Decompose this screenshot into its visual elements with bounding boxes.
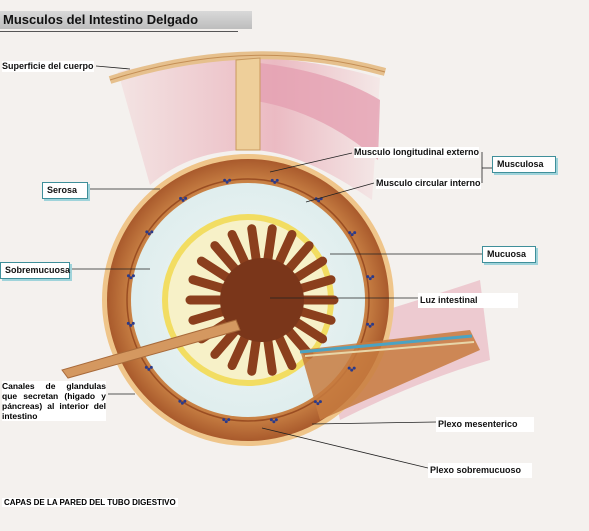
villus bbox=[227, 230, 250, 269]
plexus-dot bbox=[368, 324, 372, 328]
plexus-dot bbox=[347, 366, 351, 370]
villus bbox=[263, 335, 277, 376]
villus bbox=[210, 325, 241, 359]
villi bbox=[185, 224, 339, 376]
villus bbox=[291, 317, 328, 344]
plexus-dot bbox=[179, 196, 183, 200]
plexus-dot bbox=[227, 418, 231, 422]
page-title: Musculos del Intestino Delgado bbox=[3, 12, 199, 27]
villus bbox=[196, 256, 233, 283]
plexus-dot bbox=[150, 230, 154, 234]
label-luz-intestinal: Luz intestinal bbox=[418, 293, 518, 308]
plexus-dot bbox=[131, 321, 135, 325]
villus bbox=[291, 256, 328, 283]
mesentery bbox=[235, 57, 261, 151]
villus bbox=[227, 331, 250, 370]
plexus-dot bbox=[350, 233, 354, 237]
label-plexo-mesenterico: Plexo mesenterico bbox=[436, 417, 534, 432]
villus bbox=[188, 275, 229, 294]
villus bbox=[210, 241, 241, 275]
villus bbox=[247, 335, 261, 376]
plexus-dot bbox=[126, 321, 130, 325]
plexus-dot bbox=[145, 230, 149, 234]
plexus-dot bbox=[274, 418, 278, 422]
label-mucuosa: Mucuosa bbox=[482, 246, 536, 263]
plexus-dot bbox=[352, 366, 356, 370]
label-plexo-sobremucuoso: Plexo sobremucuoso bbox=[428, 463, 532, 478]
nerve-plexus bbox=[126, 178, 375, 424]
gland-duct bbox=[61, 319, 241, 379]
plexus-dot bbox=[222, 418, 226, 422]
plexus-dot bbox=[147, 367, 151, 371]
label-superficie: Superficie del cuerpo bbox=[2, 61, 94, 72]
plexus-dot bbox=[371, 275, 375, 279]
label-musculo-circular: Musculo circular interno bbox=[376, 178, 481, 189]
figure-caption: CAPAS DE LA PARED DEL TUBO DIGESTIVO bbox=[2, 498, 178, 507]
plexus-dot bbox=[126, 274, 130, 278]
plexus-dot bbox=[183, 399, 187, 403]
plexus-dot bbox=[184, 196, 188, 200]
plexus-dot bbox=[147, 232, 151, 236]
plexus-dot bbox=[228, 178, 232, 182]
plexus-dot bbox=[131, 274, 135, 278]
plexus-dot bbox=[348, 231, 352, 235]
plexus-dot bbox=[269, 418, 273, 422]
plexus-dot bbox=[224, 420, 228, 424]
plexus-dot bbox=[144, 365, 148, 369]
plexus-dot bbox=[366, 322, 370, 326]
label-canales: Canales de glandulas que secretan (higad… bbox=[2, 381, 106, 421]
label-musculosa: Musculosa bbox=[492, 156, 556, 173]
plexus-dot bbox=[178, 399, 182, 403]
title-rule bbox=[0, 31, 238, 32]
villus bbox=[274, 331, 297, 370]
plexus-dot bbox=[317, 199, 321, 203]
villus bbox=[188, 306, 229, 325]
plexus-dot bbox=[181, 198, 185, 202]
label-sobremucuosa: Sobremucuosa bbox=[0, 262, 70, 279]
plexus-dot bbox=[275, 178, 279, 182]
villus bbox=[274, 230, 297, 269]
lumen bbox=[220, 258, 304, 342]
plexus-dot bbox=[316, 402, 320, 406]
plexus-dot bbox=[180, 401, 184, 405]
plexus-dot bbox=[318, 400, 322, 404]
body-wall-right bbox=[250, 62, 380, 160]
villus bbox=[263, 224, 277, 265]
plexus-dot bbox=[129, 276, 133, 280]
plexus-dot bbox=[223, 178, 227, 182]
plexus-dot bbox=[368, 277, 372, 281]
plexus-dot bbox=[350, 368, 354, 372]
plexus-dot bbox=[371, 322, 375, 326]
label-serosa: Serosa bbox=[42, 182, 88, 199]
plexus-dot bbox=[273, 180, 277, 184]
title-bar bbox=[0, 11, 252, 29]
villus bbox=[295, 275, 336, 294]
plexus-dot bbox=[353, 231, 357, 235]
plexus-dot bbox=[129, 323, 133, 327]
plexus-dot bbox=[149, 365, 153, 369]
villus bbox=[295, 306, 336, 325]
plexus-dot bbox=[270, 178, 274, 182]
plexus-dot bbox=[366, 275, 370, 279]
villus bbox=[247, 224, 261, 265]
plexus-dot bbox=[272, 420, 276, 424]
plexus-dot bbox=[225, 180, 229, 184]
plexus-dot bbox=[313, 400, 317, 404]
label-musculo-longitudinal: Musculo longitudinal externo bbox=[354, 147, 480, 158]
villus bbox=[283, 241, 314, 275]
